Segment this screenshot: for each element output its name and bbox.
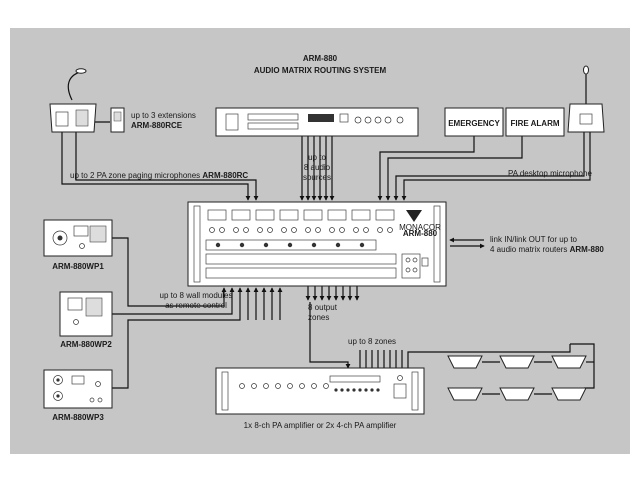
wall-plate-3 xyxy=(43,369,113,409)
media-player xyxy=(215,107,419,137)
system-diagram: ARM-880 AUDIO MATRIX ROUTING SYSTEM xyxy=(43,54,605,430)
link-label-line1: link IN/link OUT for up to xyxy=(490,235,578,244)
desktop-microphone xyxy=(567,65,605,133)
title-line2: AUDIO MATRIX ROUTING SYSTEM xyxy=(254,66,387,75)
wall-modules-line2: as remote control xyxy=(165,301,227,310)
audio-sources-line3: sources xyxy=(303,173,331,182)
output-zones-line1: 8 output xyxy=(308,303,338,312)
wall-plate-3-label: ARM-880WP3 xyxy=(52,413,104,422)
fire-alarm-label: FIRE ALARM xyxy=(510,119,559,128)
audio-sources-line2: 8 audio xyxy=(304,163,331,172)
audio-sources-line1: up to xyxy=(308,153,326,162)
emergency-label: EMERGENCY xyxy=(448,119,500,128)
ceiling-speakers xyxy=(447,355,594,401)
diagram-canvas: ARM-880 AUDIO MATRIX ROUTING SYSTEM xyxy=(10,28,630,454)
emergency-button: EMERGENCY xyxy=(444,107,504,137)
router-brand: MONACOR xyxy=(399,223,441,232)
wall-modules-line1: up to 8 wall modules xyxy=(160,291,233,300)
wall-plate-2 xyxy=(59,291,113,337)
fire-alarm-button: FIRE ALARM xyxy=(505,107,565,137)
title-line1: ARM-880 xyxy=(303,54,338,63)
wall-plate-1 xyxy=(43,219,113,257)
desktop-mic-label: PA desktop microphone xyxy=(508,169,592,178)
paging-microphone xyxy=(49,68,97,133)
connection-lines xyxy=(61,121,595,389)
matrix-router: MONACOR ARM-880 xyxy=(187,201,447,287)
router-model: ARM-880 xyxy=(403,229,438,238)
amplifier-label: 1x 8-ch PA amplifier or 2x 4-ch PA ampli… xyxy=(244,421,397,430)
pa-amplifier xyxy=(215,367,425,415)
wall-plate-2-label: ARM-880WP2 xyxy=(60,340,112,349)
extensions-label: up to 3 extensions xyxy=(131,111,196,120)
wall-plate-1-label: ARM-880WP1 xyxy=(52,262,104,271)
paging-mics-label: up to 2 PA zone paging microphones ARM-8… xyxy=(70,171,248,180)
up-to-zones-label: up to 8 zones xyxy=(348,337,396,346)
link-label-line2: 4 audio matrix routers ARM-880 xyxy=(490,245,604,254)
extensions-model: ARM-880RCE xyxy=(131,121,183,130)
output-zones-line2: zones xyxy=(308,313,329,322)
extension-unit xyxy=(110,107,125,133)
router-channels xyxy=(205,209,429,279)
